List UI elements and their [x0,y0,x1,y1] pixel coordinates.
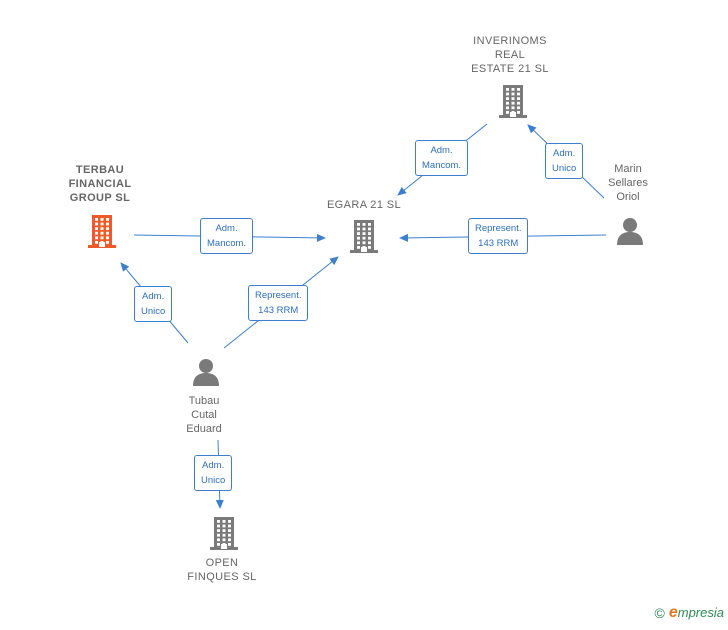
copyright-icon: © [654,605,665,621]
person-icon-marin[interactable] [615,216,645,251]
label-line: FINQUES SL [187,571,257,583]
building-icon-open[interactable] [208,515,240,556]
edge-label-line: Adm. [430,145,453,156]
label-line: OPEN [205,557,239,569]
building-icon-inverinoms[interactable] [497,83,529,124]
edge-label-marin-inverinoms[interactable]: Adm. Unico [545,143,584,179]
brand-initial: e [668,604,678,621]
edge-label-tubau-open[interactable]: Adm. Unico [194,455,233,491]
edge-label-line: Adm. [202,460,225,471]
label-line: TERBAU [75,164,125,176]
node-label-marin[interactable]: Marin Sellares Oriol [588,162,668,204]
empresia-logo: © empresia [655,604,724,622]
edge-label-marin-egara[interactable]: Represent. 143 RRM [468,218,529,254]
label-line: Oriol [616,191,640,203]
label-line: Tubau [188,395,220,407]
edge-label-line: Mancom. [207,238,247,249]
edge-label-line: Adm. [553,148,576,159]
label-line: ESTATE 21 SL [471,63,549,75]
label-line: Sellares [608,177,648,189]
edge-label-tubau-egara[interactable]: Represent. 143 RRM [248,285,309,321]
node-label-egara[interactable]: EGARA 21 SL [304,198,424,212]
edge-label-line: Represent. [475,223,522,234]
edge-label-tubau-terbau[interactable]: Adm. Unico [134,286,173,322]
edge-label-egara-inverinoms[interactable]: Adm. Mancom. [415,140,469,176]
edge-label-line: 143 RRM [478,238,519,249]
label-line: FINANCIAL [68,178,132,190]
edge-label-line: Unico [201,475,226,486]
node-label-terbau[interactable]: TERBAU FINANCIAL GROUP SL [50,163,150,205]
building-icon-terbau[interactable] [86,213,118,254]
label-line: Cutal [191,409,217,421]
brand-name: mpresia [677,605,724,620]
edge-label-terbau-egara[interactable]: Adm. Mancom. [200,218,254,254]
label-line: Marin [614,163,642,175]
node-label-open[interactable]: OPEN FINQUES SL [172,556,272,584]
label-line: GROUP SL [69,192,131,204]
edge-label-line: 143 RRM [258,305,299,316]
edge-label-line: Adm. [142,291,165,302]
label-line: REAL [494,49,526,61]
person-icon-tubau[interactable] [191,357,221,392]
label-line: INVERINOMS [473,35,547,47]
edge-label-line: Unico [141,306,166,317]
node-label-inverinoms[interactable]: INVERINOMS REAL ESTATE 21 SL [455,34,565,76]
edge-label-line: Represent. [255,290,302,301]
label-line: EGARA 21 SL [326,199,402,211]
building-icon-egara[interactable] [348,218,380,259]
label-line: Eduard [186,423,222,435]
edge-label-line: Adm. [215,223,238,234]
node-label-tubau[interactable]: Tubau Cutal Eduard [164,394,244,436]
edge-label-line: Unico [552,163,577,174]
edge-label-line: Mancom. [422,160,462,171]
